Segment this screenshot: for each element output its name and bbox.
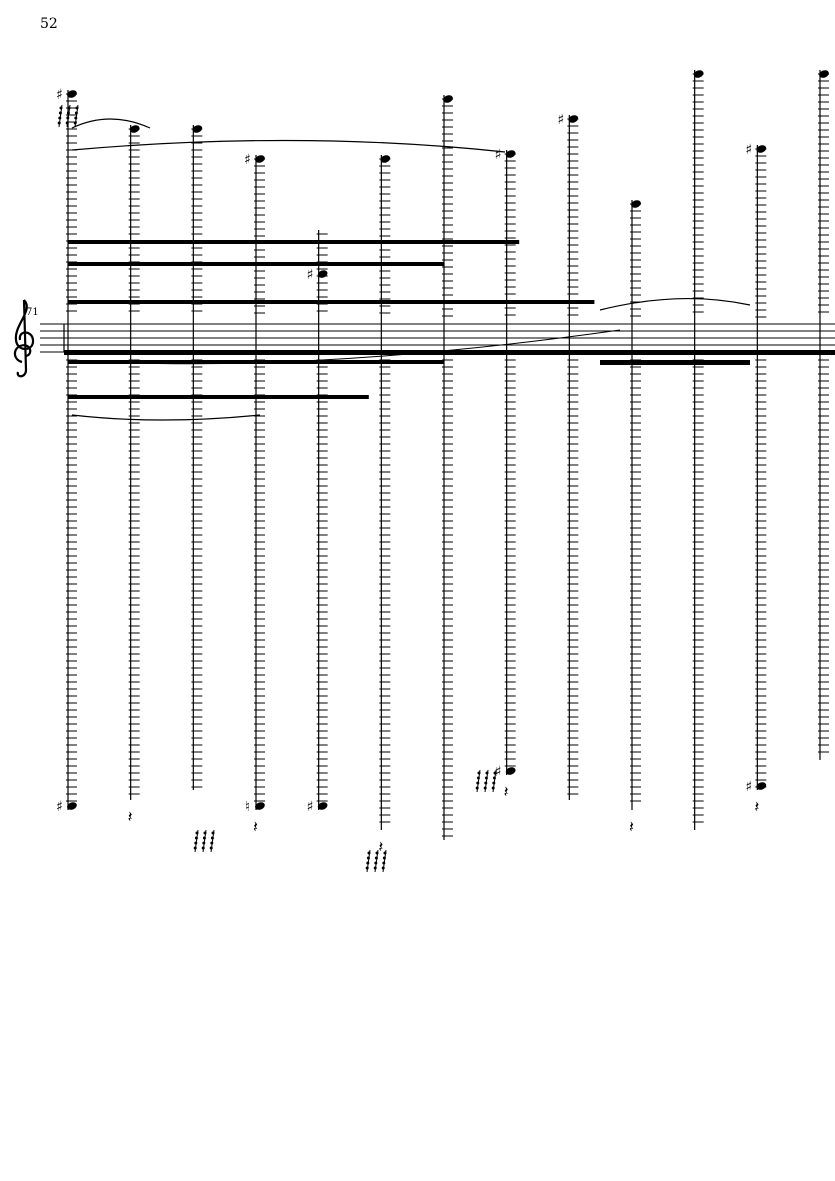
grace-note-head	[382, 861, 386, 865]
grace-note-head	[484, 781, 488, 785]
slur	[71, 139, 506, 153]
beam	[64, 350, 835, 355]
grace-note-head	[211, 831, 215, 835]
note-head	[756, 782, 767, 790]
note-head	[693, 70, 704, 78]
quarter-rest-icon: 𝄽	[504, 782, 509, 801]
sharp-icon: ♯	[244, 152, 251, 168]
grace-note-head	[194, 841, 198, 845]
quarter-rest-icon: 𝄽	[629, 817, 634, 836]
grace-note-head	[491, 786, 495, 790]
grace-note-head	[492, 776, 496, 780]
grace-note-head	[382, 856, 386, 860]
sharp-icon: ♯	[745, 142, 752, 158]
quarter-rest-icon: 𝄽	[754, 797, 759, 816]
grace-note-head	[194, 836, 198, 840]
note-head	[443, 95, 453, 103]
note-head	[317, 802, 328, 810]
grace-note-head	[66, 111, 70, 115]
sharp-icon: ♯	[307, 267, 314, 283]
sharp-icon: ♯	[56, 87, 63, 103]
grace-note-head	[193, 846, 197, 850]
grace-note-head	[74, 116, 78, 120]
grace-note-head	[365, 866, 369, 870]
quarter-rest-icon: 𝄽	[378, 837, 383, 856]
sharp-icon: ♯	[557, 112, 564, 128]
grace-note-head	[66, 116, 70, 120]
note-head	[631, 200, 641, 208]
beam	[68, 240, 520, 244]
grace-note-head	[67, 106, 71, 110]
grace-note-head	[58, 111, 62, 115]
grace-note-head	[202, 836, 206, 840]
quarter-rest-icon: 𝄽	[128, 807, 133, 826]
grace-note-head	[195, 831, 199, 835]
grace-note-head	[476, 781, 480, 785]
note-head	[819, 70, 829, 78]
grace-note-head	[383, 851, 387, 855]
grace-note-head	[483, 786, 487, 790]
beam	[68, 395, 369, 399]
grace-note-head	[493, 771, 497, 775]
sharp-icon: ♯	[495, 764, 502, 780]
note-head	[255, 802, 265, 810]
notes: ♯♯𝄽♯♮𝄽♯♯𝄽♯♯𝄽♯𝄽♯♯𝄽	[56, 70, 835, 873]
note-head	[317, 270, 328, 278]
sharp-icon: ♯	[745, 779, 752, 795]
grace-note-head	[74, 111, 78, 115]
grace-note-head	[374, 856, 378, 860]
grace-note-head	[75, 106, 79, 110]
note-head	[505, 767, 516, 775]
grace-note-head	[374, 861, 378, 865]
grace-note-head	[373, 866, 377, 870]
slur	[599, 298, 751, 311]
note-head	[756, 145, 767, 153]
note-head	[67, 90, 77, 98]
grace-note-head	[492, 781, 496, 785]
beam	[68, 300, 595, 304]
grace-note-head	[210, 841, 214, 845]
sharp-icon: ♯	[307, 799, 314, 815]
grace-note-head	[58, 116, 62, 120]
note-head	[129, 125, 140, 133]
grace-note-head	[59, 106, 63, 110]
note-head	[380, 155, 391, 163]
note-head	[192, 125, 203, 133]
slur	[71, 118, 151, 129]
grace-note-head	[475, 786, 479, 790]
grace-note-head	[202, 841, 206, 845]
grace-note-head	[484, 776, 488, 780]
grace-note-head	[209, 846, 213, 850]
note-head	[568, 115, 579, 123]
staff	[40, 323, 835, 353]
grace-note-head	[476, 776, 480, 780]
grace-note-head	[366, 856, 370, 860]
measure-number: 71	[26, 307, 39, 318]
grace-note-head	[210, 836, 214, 840]
sharp-icon: ♯	[495, 147, 502, 163]
beam	[600, 360, 750, 365]
grace-note-head	[366, 861, 370, 865]
note-head	[255, 155, 265, 163]
grace-note-head	[375, 851, 379, 855]
quarter-rest-icon: 𝄽	[253, 817, 258, 836]
slur	[71, 329, 621, 365]
grace-note-head	[201, 846, 205, 850]
sharp-icon: ♯	[56, 799, 63, 815]
grace-note-head	[485, 771, 489, 775]
grace-note-head	[381, 866, 385, 870]
grace-note-head	[73, 121, 77, 125]
note-head	[505, 150, 516, 158]
grace-note-head	[367, 851, 371, 855]
tie	[71, 414, 261, 421]
page-number: 52	[40, 16, 58, 32]
grace-note-head	[65, 121, 69, 125]
note-head	[67, 802, 77, 810]
natural-icon: ♮	[245, 799, 250, 815]
grace-note-head	[477, 771, 481, 775]
treble-clef-icon	[13, 299, 35, 378]
grace-note-head	[57, 121, 61, 125]
grace-note-head	[203, 831, 207, 835]
